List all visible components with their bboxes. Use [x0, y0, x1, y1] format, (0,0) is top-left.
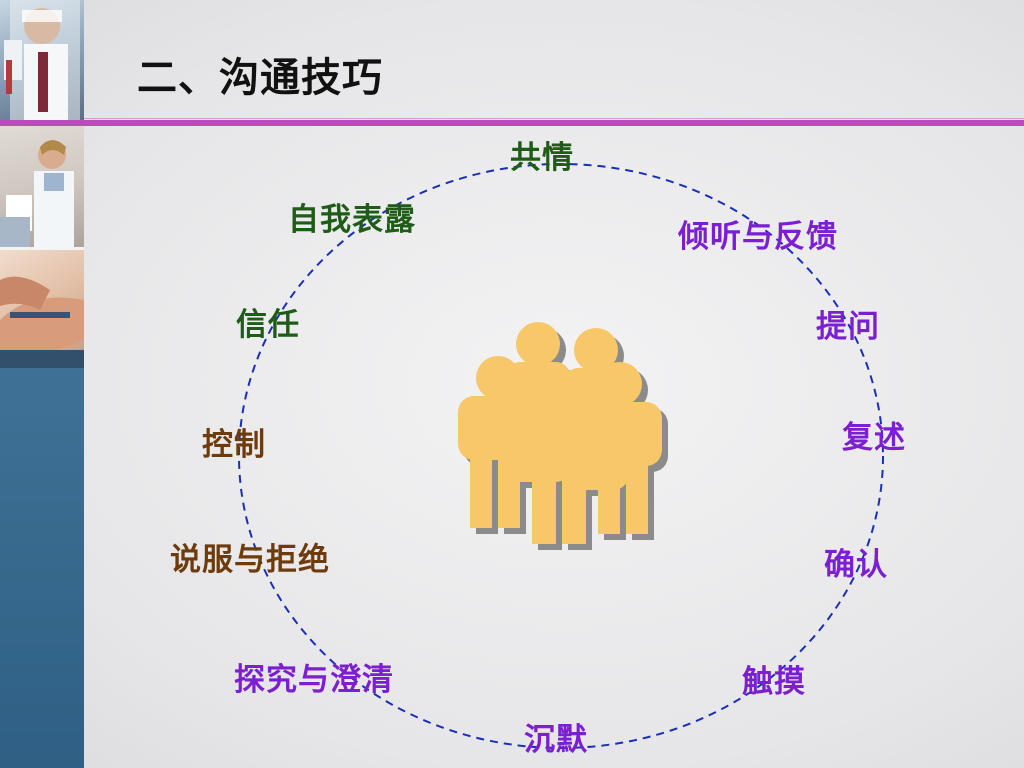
left-photo-strip [0, 0, 84, 768]
label-queren: 确认 [824, 547, 888, 583]
label-gongqing: 共情 [510, 140, 574, 176]
label-shuofu-jujue: 说服与拒绝 [170, 542, 330, 578]
medical-photo-2 [0, 125, 84, 247]
label-kongzhi: 控制 [202, 427, 266, 463]
medical-photo-1 [0, 0, 84, 120]
label-qingting-fankui: 倾听与反馈 [678, 219, 838, 255]
title-divider [0, 120, 1024, 126]
label-ziwo-biaolu: 自我表露 [288, 202, 416, 238]
dashed-circle [238, 163, 884, 749]
label-fushu: 复述 [842, 420, 906, 456]
medical-photo-3 [0, 250, 84, 368]
label-tiwen: 提问 [816, 309, 880, 345]
label-chenmo: 沉默 [524, 722, 588, 758]
label-tanjiu-chengqing: 探究与澄清 [234, 662, 394, 698]
people-group-icon [458, 322, 668, 550]
title-rule-highlight [84, 118, 1024, 119]
label-chumo: 触摸 [742, 664, 806, 700]
slide-title: 二、沟通技巧 [137, 55, 383, 101]
photo-separator [0, 247, 84, 251]
label-xinren: 信任 [236, 307, 300, 343]
